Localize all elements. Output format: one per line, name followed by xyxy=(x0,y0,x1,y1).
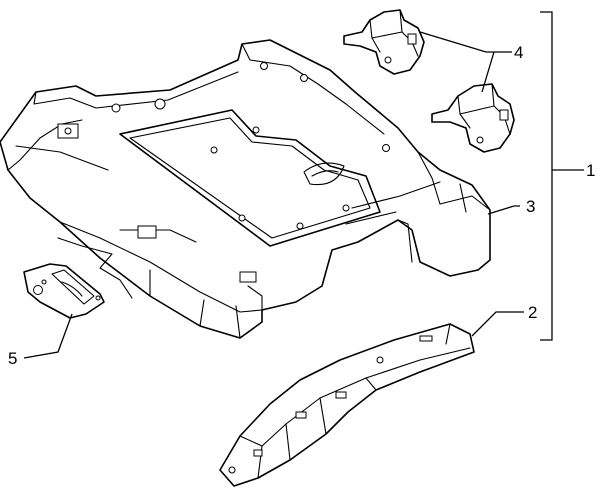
mounting-bracket-upper[interactable] xyxy=(343,9,425,75)
callout-5: 5 xyxy=(8,349,17,368)
callout-2: 2 xyxy=(528,303,537,322)
callout-3: 3 xyxy=(526,197,535,216)
side-member-rail[interactable] xyxy=(219,323,475,487)
mounting-bracket-lower[interactable] xyxy=(431,83,515,153)
callout-1: 1 xyxy=(586,161,595,180)
group-bracket-1 xyxy=(540,11,584,341)
callout-leaders xyxy=(23,11,584,359)
floating-edge-line xyxy=(57,237,133,299)
small-mounting-plate[interactable] xyxy=(23,263,105,319)
floor-pan-panel[interactable] xyxy=(0,39,491,339)
callout-4: 4 xyxy=(514,43,523,62)
